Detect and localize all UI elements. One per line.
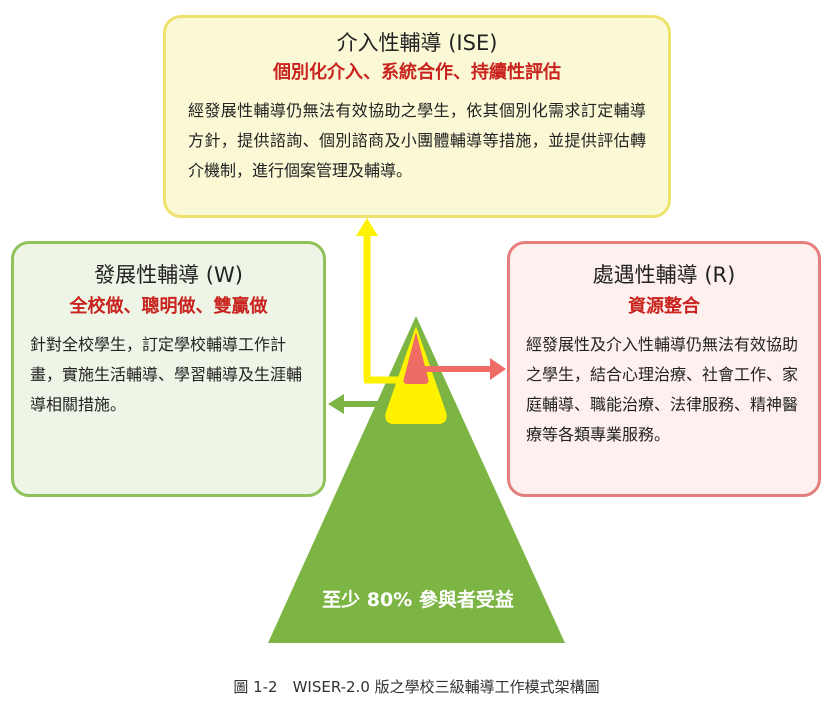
w-subtitle: 全校做、聰明做、雙贏做 — [69, 296, 268, 317]
r-subtitle: 資源整合 — [628, 296, 700, 317]
arrow-to-w-head — [328, 394, 344, 414]
ise-subtitle: 個別化介入、系統合作、持續性評估 — [273, 62, 561, 83]
arrow-to-r-head — [490, 358, 506, 380]
w-title: 發展性輔導 (W) — [94, 263, 243, 287]
arrow-to-ise-head — [356, 218, 378, 236]
developmental-guidance-box: 發展性輔導 (W) 全校做、聰明做、雙贏做 針對全校學生，訂定學校輔導工作計畫，… — [11, 241, 326, 497]
ise-title: 介入性輔導 (ISE) — [336, 31, 498, 55]
remedial-guidance-box: 處遇性輔導 (R) 資源整合 經發展性及介入性輔導仍無法有效協助之學生，結合心理… — [507, 241, 821, 497]
pyramid-tier-developmental — [268, 316, 565, 643]
intervention-guidance-box: 介入性輔導 (ISE) 個別化介入、系統合作、持續性評估 經發展性輔導仍無法有效… — [163, 15, 671, 218]
w-description: 針對全校學生，訂定學校輔導工作計畫，實施生活輔導、學習輔導及生涯輔導相關措施。 — [30, 335, 303, 414]
r-title: 處遇性輔導 (R) — [592, 263, 736, 287]
pyramid-tier-remedial — [403, 332, 429, 384]
ise-description: 經發展性輔導仍無法有效協助之學生，依其個別化需求訂定輔導方針，提供諮詢、個別諮商… — [188, 101, 646, 180]
r-description: 經發展性及介入性輔導仍無法有效協助之學生，結合心理治療、社會工作、家庭輔導、職能… — [526, 335, 799, 444]
pyramid-label: 至少 80% 參與者受益 — [322, 589, 514, 611]
figure-caption: 圖 1-2 WISER-2.0 版之學校三級輔導工作模式架構圖 — [233, 678, 600, 696]
